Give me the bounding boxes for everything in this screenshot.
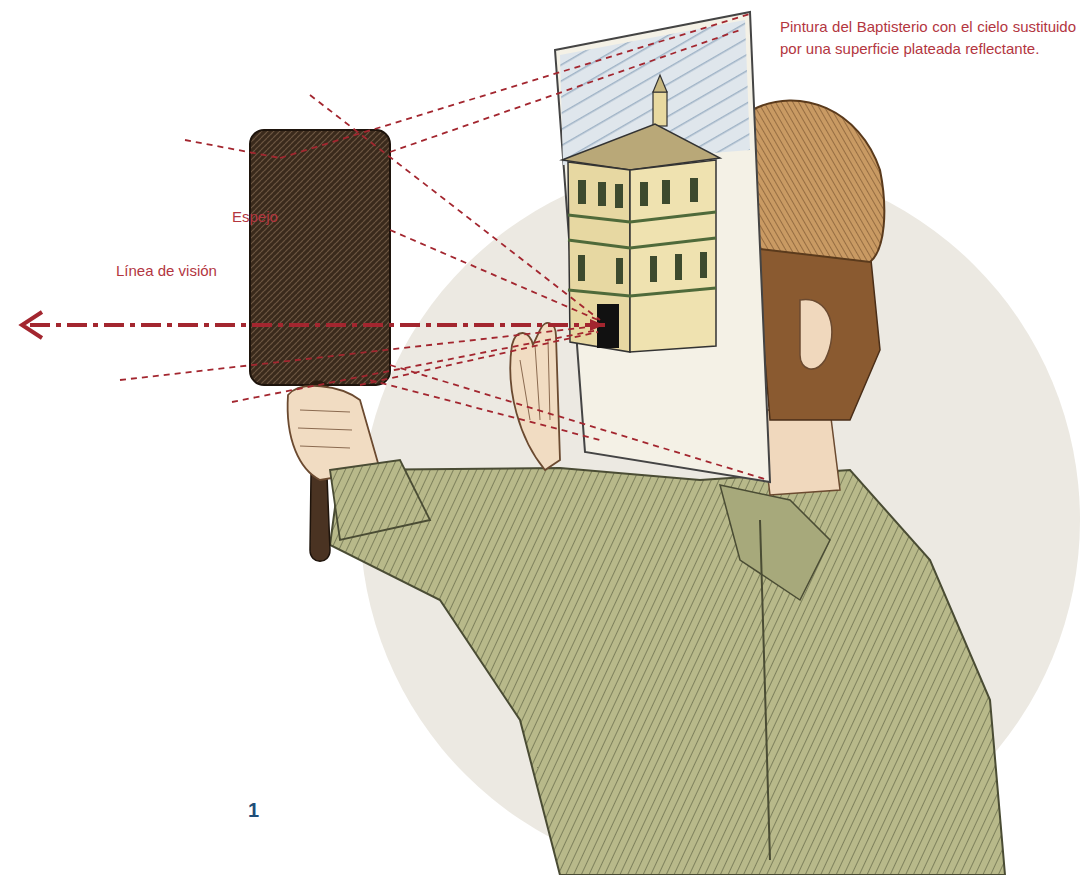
neck — [760, 410, 840, 495]
hair — [755, 240, 880, 420]
part-label: Línea de visión — [116, 260, 217, 282]
sleeve — [330, 460, 430, 540]
baptistery — [562, 75, 720, 352]
robe-seam — [760, 520, 770, 860]
mirror — [250, 130, 390, 385]
callout-note: Pintura del Baptisterio con el cielo sus… — [780, 16, 1076, 60]
robe — [330, 468, 1005, 875]
sight-lines — [120, 14, 768, 480]
part-label: Espejo — [232, 206, 278, 228]
cap — [752, 100, 884, 262]
collar — [720, 485, 830, 600]
line-of-vision — [22, 312, 605, 338]
figure-number: 1 — [248, 796, 259, 825]
ear — [800, 300, 832, 370]
